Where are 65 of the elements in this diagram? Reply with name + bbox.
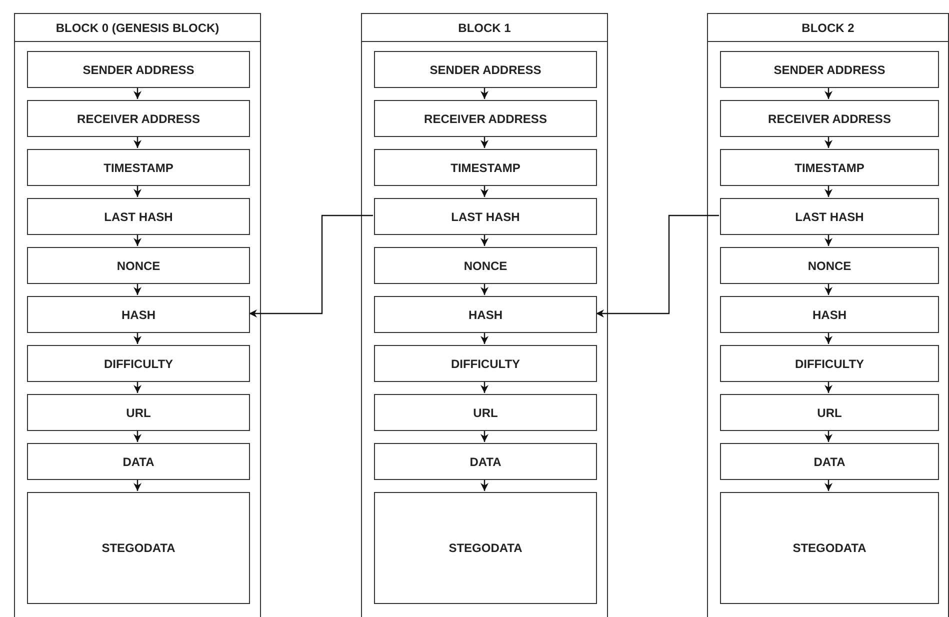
field-box: SENDER ADDRESS (27, 51, 250, 88)
arrow (134, 185, 142, 197)
arrow (824, 430, 832, 442)
field-box: STEGODATA (720, 492, 939, 604)
arrow (134, 430, 142, 442)
field-box: LAST HASH (720, 198, 939, 235)
field-box: TIMESTAMP (720, 149, 939, 186)
field-box: DIFFICULTY (720, 345, 939, 382)
field-box: STEGODATA (374, 492, 597, 604)
field-box: RECEIVER ADDRESS (27, 100, 250, 137)
field-box: RECEIVER ADDRESS (720, 100, 939, 137)
block-container (361, 13, 608, 617)
field-box: HASH (374, 296, 597, 333)
arrow (480, 479, 488, 491)
field-box: NONCE (720, 247, 939, 284)
field-box: DIFFICULTY (27, 345, 250, 382)
field-box: URL (27, 394, 250, 431)
arrow (480, 136, 488, 148)
arrow (134, 136, 142, 148)
arrow (480, 234, 488, 246)
field-box: LAST HASH (27, 198, 250, 235)
block-title: BLOCK 2 (708, 14, 948, 42)
field-box: URL (720, 394, 939, 431)
block-title: BLOCK 0 (GENESIS BLOCK) (15, 14, 260, 42)
arrow (480, 87, 488, 99)
arrow (480, 381, 488, 393)
arrow (824, 87, 832, 99)
arrow (134, 381, 142, 393)
block-container (707, 13, 949, 617)
arrow (824, 234, 832, 246)
arrow (480, 283, 488, 295)
arrow (134, 234, 142, 246)
arrow (824, 283, 832, 295)
arrow (134, 479, 142, 491)
arrow (480, 430, 488, 442)
arrow (249, 214, 373, 318)
block-title: BLOCK 1 (362, 14, 607, 42)
arrow (134, 332, 142, 344)
field-box: NONCE (27, 247, 250, 284)
arrow (480, 185, 488, 197)
field-box: DIFFICULTY (374, 345, 597, 382)
arrow (824, 381, 832, 393)
field-box: URL (374, 394, 597, 431)
field-box: DATA (374, 443, 597, 480)
arrow (824, 479, 832, 491)
field-box: DATA (720, 443, 939, 480)
field-box: TIMESTAMP (27, 149, 250, 186)
field-box: LAST HASH (374, 198, 597, 235)
arrow (134, 283, 142, 295)
arrow (824, 136, 832, 148)
field-box: TIMESTAMP (374, 149, 597, 186)
field-box: STEGODATA (27, 492, 250, 604)
arrow (824, 185, 832, 197)
block-container (14, 13, 261, 617)
field-box: NONCE (374, 247, 597, 284)
field-box: HASH (27, 296, 250, 333)
arrow (480, 332, 488, 344)
field-box: SENDER ADDRESS (374, 51, 597, 88)
field-box: RECEIVER ADDRESS (374, 100, 597, 137)
arrow (824, 332, 832, 344)
field-box: DATA (27, 443, 250, 480)
field-box: HASH (720, 296, 939, 333)
arrow (134, 87, 142, 99)
field-box: SENDER ADDRESS (720, 51, 939, 88)
arrow (596, 214, 719, 318)
